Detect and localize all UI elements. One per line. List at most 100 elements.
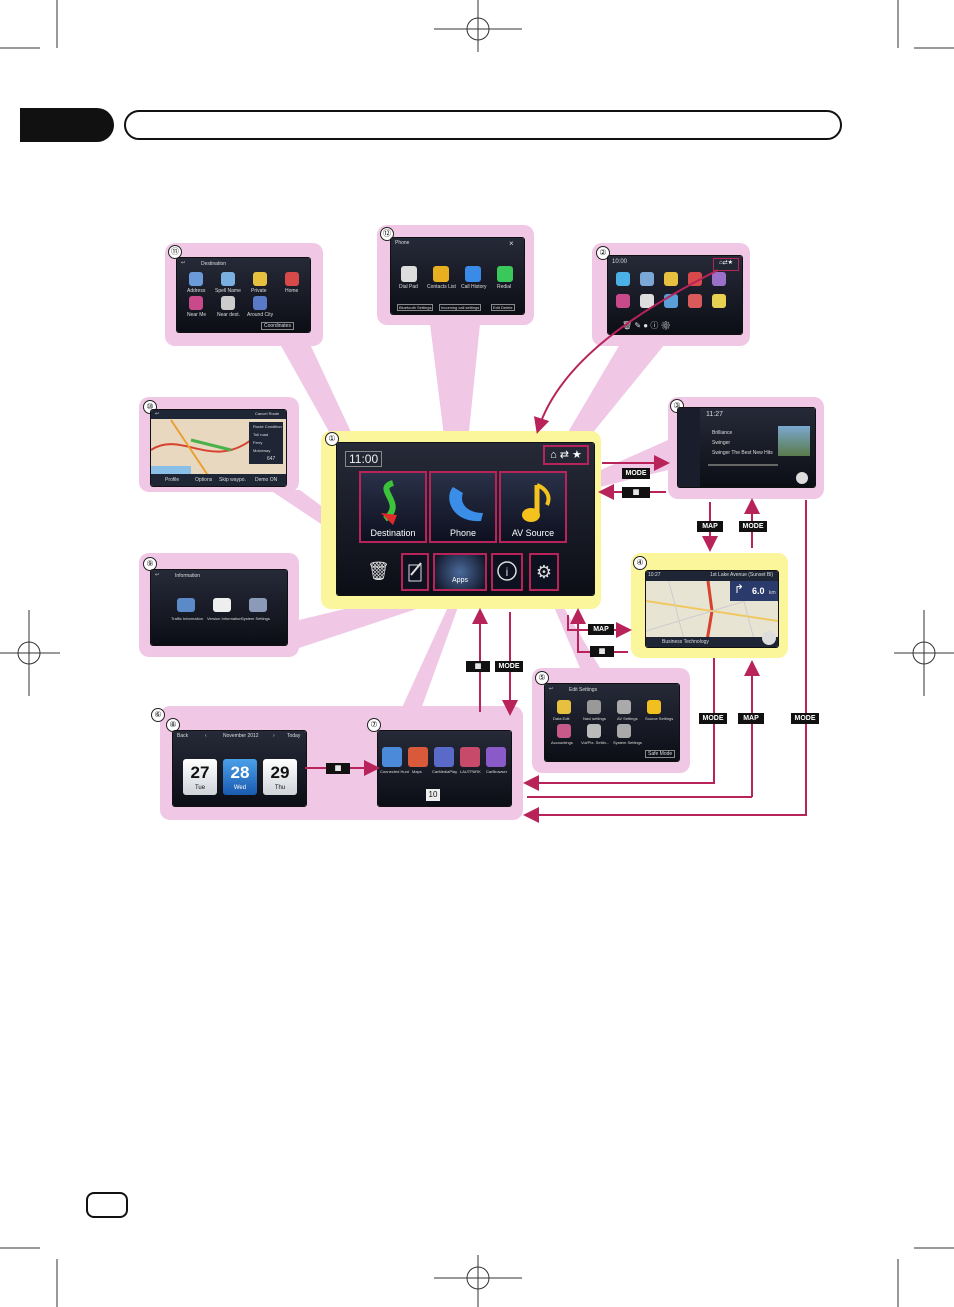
apps-icon-1[interactable]	[382, 747, 402, 767]
redial-icon[interactable]	[497, 266, 513, 282]
near-dest-icon[interactable]	[221, 296, 235, 310]
s4-clock: 10:27	[648, 572, 661, 578]
s5-item-5[interactable]: Accountings	[551, 740, 573, 745]
mode-tag-1: MODE	[622, 468, 650, 479]
s11-item-5: Near Me	[187, 312, 207, 318]
calendar-day-2-num: 28	[230, 763, 250, 782]
av-source-button[interactable]: AV Source	[499, 471, 567, 543]
phone-button[interactable]: Phone	[429, 471, 497, 543]
info-button[interactable]: i	[491, 553, 523, 591]
s2-home-star-button[interactable]: ⌂⇄★	[713, 258, 739, 271]
calendar-next-icon[interactable]: ›	[273, 733, 275, 739]
call-history-icon[interactable]	[465, 266, 481, 282]
contacts-list-icon[interactable]	[433, 266, 449, 282]
s3-phone-icon[interactable]	[796, 472, 808, 484]
s4-turn-panel	[730, 581, 778, 601]
s11-coordinates-button[interactable]: Coordinates	[261, 322, 294, 330]
s2-bottom-icons: 🗑 ✎ ● ⓘ ⚙	[622, 321, 671, 330]
apps-label: Apps	[452, 577, 468, 584]
s5-item-3[interactable]: AV Settings	[617, 716, 638, 721]
around-city-icon[interactable]	[253, 296, 267, 310]
destination-icon	[381, 480, 397, 525]
near-me-icon[interactable]	[189, 296, 203, 310]
s10-options-button[interactable]: Options	[195, 477, 213, 483]
mode-tag-4: MODE	[699, 713, 727, 724]
apps-icon-5[interactable]	[486, 747, 506, 767]
calendar-day-3[interactable]: 29 Thu	[263, 759, 297, 795]
s10-back-icon[interactable]: ↩	[155, 411, 160, 417]
mode-tag-5: MODE	[791, 713, 819, 724]
s12-button-3[interactable]: Edit Delete	[491, 304, 515, 311]
traffic-info-icon[interactable]	[177, 598, 195, 612]
settings-button[interactable]: ⚙	[529, 553, 559, 591]
edit-button[interactable]	[401, 553, 429, 591]
map-tag-1: MAP	[697, 521, 723, 532]
calendar-day-2[interactable]: 28 Wed	[223, 759, 257, 795]
apps-label-3: CarMediaPlay	[432, 769, 458, 774]
system-settings-icon[interactable]	[249, 598, 267, 612]
s2-icon-2	[640, 272, 654, 286]
s4-phone-icon[interactable]	[762, 631, 776, 645]
s2-icon-10	[712, 294, 726, 308]
s9-title: Information	[175, 573, 201, 579]
calendar-today-button[interactable]: Today	[287, 733, 301, 739]
dial-pad-icon[interactable]	[401, 266, 417, 282]
s10-legend-2: Toll road	[253, 432, 269, 437]
s10-skip-button[interactable]: Skip waypo.	[219, 477, 246, 483]
s11-screen: ↩ Destination Address Spell Name Private…	[177, 258, 310, 332]
s12-button-2[interactable]: Incoming call settings	[439, 304, 482, 311]
trash-icon[interactable]: 🗑	[367, 561, 390, 581]
apps-icon-4[interactable]	[460, 747, 480, 767]
s5-screen: ↩ Edit Settings Data Edit Navi settings …	[545, 684, 679, 761]
s2-icon-4	[688, 272, 702, 286]
destination-button[interactable]: Destination	[359, 471, 427, 543]
calendar-prev-icon[interactable]: ‹	[205, 733, 207, 739]
s5-icon-6	[587, 724, 601, 738]
s12-item-2: Contacts List	[427, 284, 456, 290]
s5-back-icon[interactable]: ↩	[549, 686, 554, 692]
s3-progress-bar[interactable]	[708, 464, 778, 466]
spell-name-icon[interactable]	[221, 272, 235, 286]
s7-number: ⑦	[367, 718, 381, 732]
s2-icon-6	[616, 294, 630, 308]
s5-safe-mode-button[interactable]: Safe Mode	[645, 750, 676, 758]
calendar-day-1[interactable]: 27 Tue	[183, 759, 217, 795]
svg-text:i: i	[506, 565, 509, 579]
s4-street: 1st Lake Avenue (Sunset Bl)	[710, 572, 774, 578]
s8-number: ⑧	[166, 718, 180, 732]
s9-item-3[interactable]: System Settings	[241, 616, 270, 621]
apps-button[interactable]: Apps	[433, 553, 487, 591]
s12-button-1[interactable]: Bluetooth Settings	[397, 304, 434, 311]
s5-item-7[interactable]: System Settings	[613, 740, 642, 745]
s9-item-1[interactable]: Traffic Information	[171, 616, 204, 621]
s11-back-icon[interactable]: ↩	[181, 260, 186, 266]
s11-item-2: Spell Name	[215, 288, 241, 294]
s5-item-6[interactable]: Vol/Ptx. Settin...	[581, 740, 610, 745]
s9-screen: ↩ Information Traffic Information Versio…	[151, 570, 287, 645]
version-info-icon[interactable]	[213, 598, 231, 612]
home-star-button[interactable]: ⌂ ⇄ ★	[543, 445, 589, 465]
s5-item-4[interactable]: Source Settings	[645, 716, 674, 721]
map-tag-2: MAP	[588, 624, 614, 635]
address-icon[interactable]	[189, 272, 203, 286]
calendar-screen: Back ‹ November 2012 › Today 27 Tue 28 W…	[173, 731, 306, 806]
s10-profile-button[interactable]: Profile	[165, 477, 180, 483]
apps-icon-3[interactable]	[434, 747, 454, 767]
s12-screen: Phone × Dial Pad Contacts List Call Hist…	[391, 238, 524, 314]
s10-demo-button[interactable]: Demo ON	[255, 477, 278, 483]
private-icon[interactable]	[253, 272, 267, 286]
s9-item-2[interactable]: Version Information	[207, 616, 242, 621]
s5-item-2[interactable]: Navi settings	[583, 716, 606, 721]
s5-title: Edit Settings	[569, 687, 598, 693]
s10-bottom-bar	[151, 474, 286, 486]
s9-back-icon[interactable]: ↩	[155, 572, 160, 578]
calendar-back-button[interactable]: Back	[177, 733, 189, 739]
calendar-day-3-wd: Thu	[274, 785, 286, 791]
s10-cancel-route[interactable]: Cancel Route	[255, 411, 280, 416]
s12-close-icon[interactable]: ×	[509, 239, 514, 248]
s10-distance: 647	[267, 456, 276, 462]
s5-item-1[interactable]: Data Edit	[553, 716, 570, 721]
home-icon[interactable]	[285, 272, 299, 286]
apps-icon-2[interactable]	[408, 747, 428, 767]
